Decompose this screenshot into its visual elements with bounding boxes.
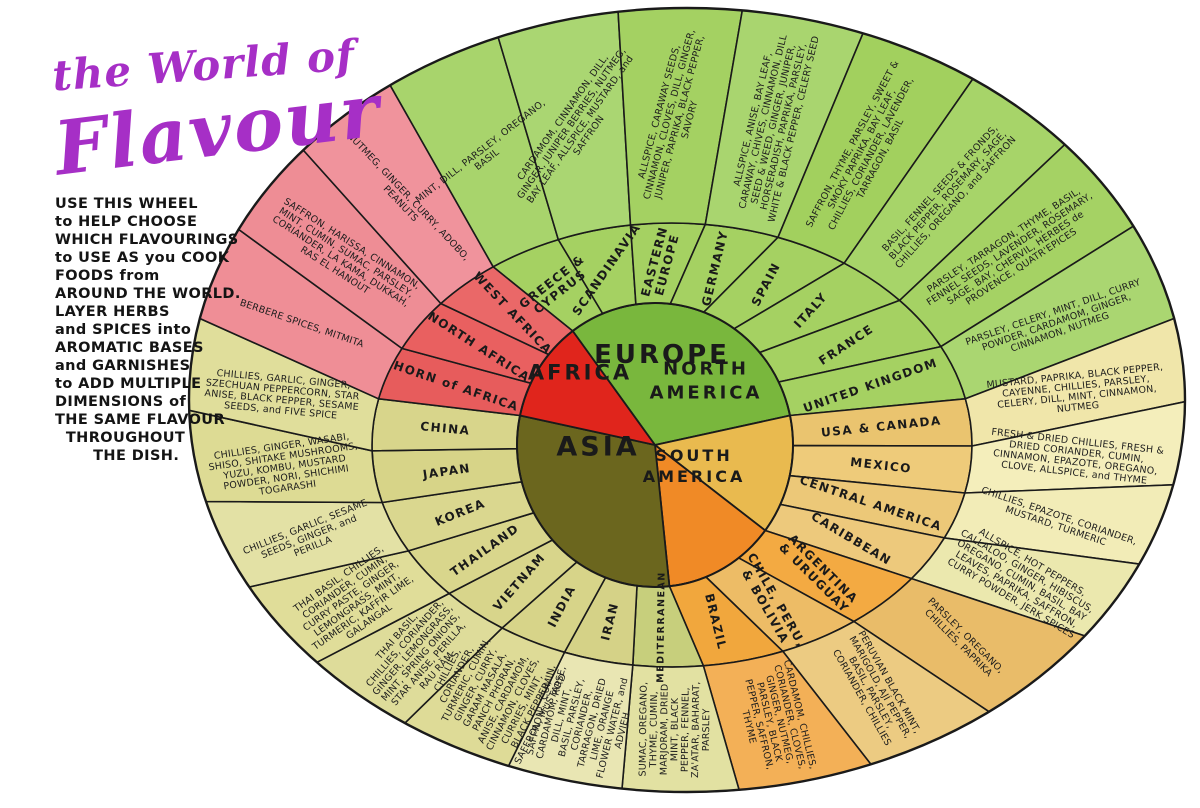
region-label-mexico: MEXICO: [850, 455, 913, 476]
wheel-inner-rim: [516, 302, 794, 588]
wheel-outer-rim: [187, 6, 1187, 794]
continent-label-asia: ASIA: [556, 431, 639, 462]
intro-text: USE THIS WHEEL to HELP CHOOSE WHICH FLAV…: [55, 196, 241, 464]
flavourings-text-mediterranean: SUMAC, OREGANO,THYME, CUMIN,MARJORAM, DR…: [638, 681, 713, 778]
continent-label-europe: EUROPE: [594, 340, 730, 370]
title-block: the World of Flavour: [50, 30, 386, 192]
flavourings-text-usa-canada: MUSTARD, PAPRIKA, BLACK PEPPER,CAYENNE, …: [986, 362, 1167, 423]
region-label-mediterranean: MEDITERRANEAN: [655, 571, 667, 683]
region-label-china: CHINA: [420, 419, 471, 438]
continent-label-africa: AFRICA: [528, 360, 632, 384]
